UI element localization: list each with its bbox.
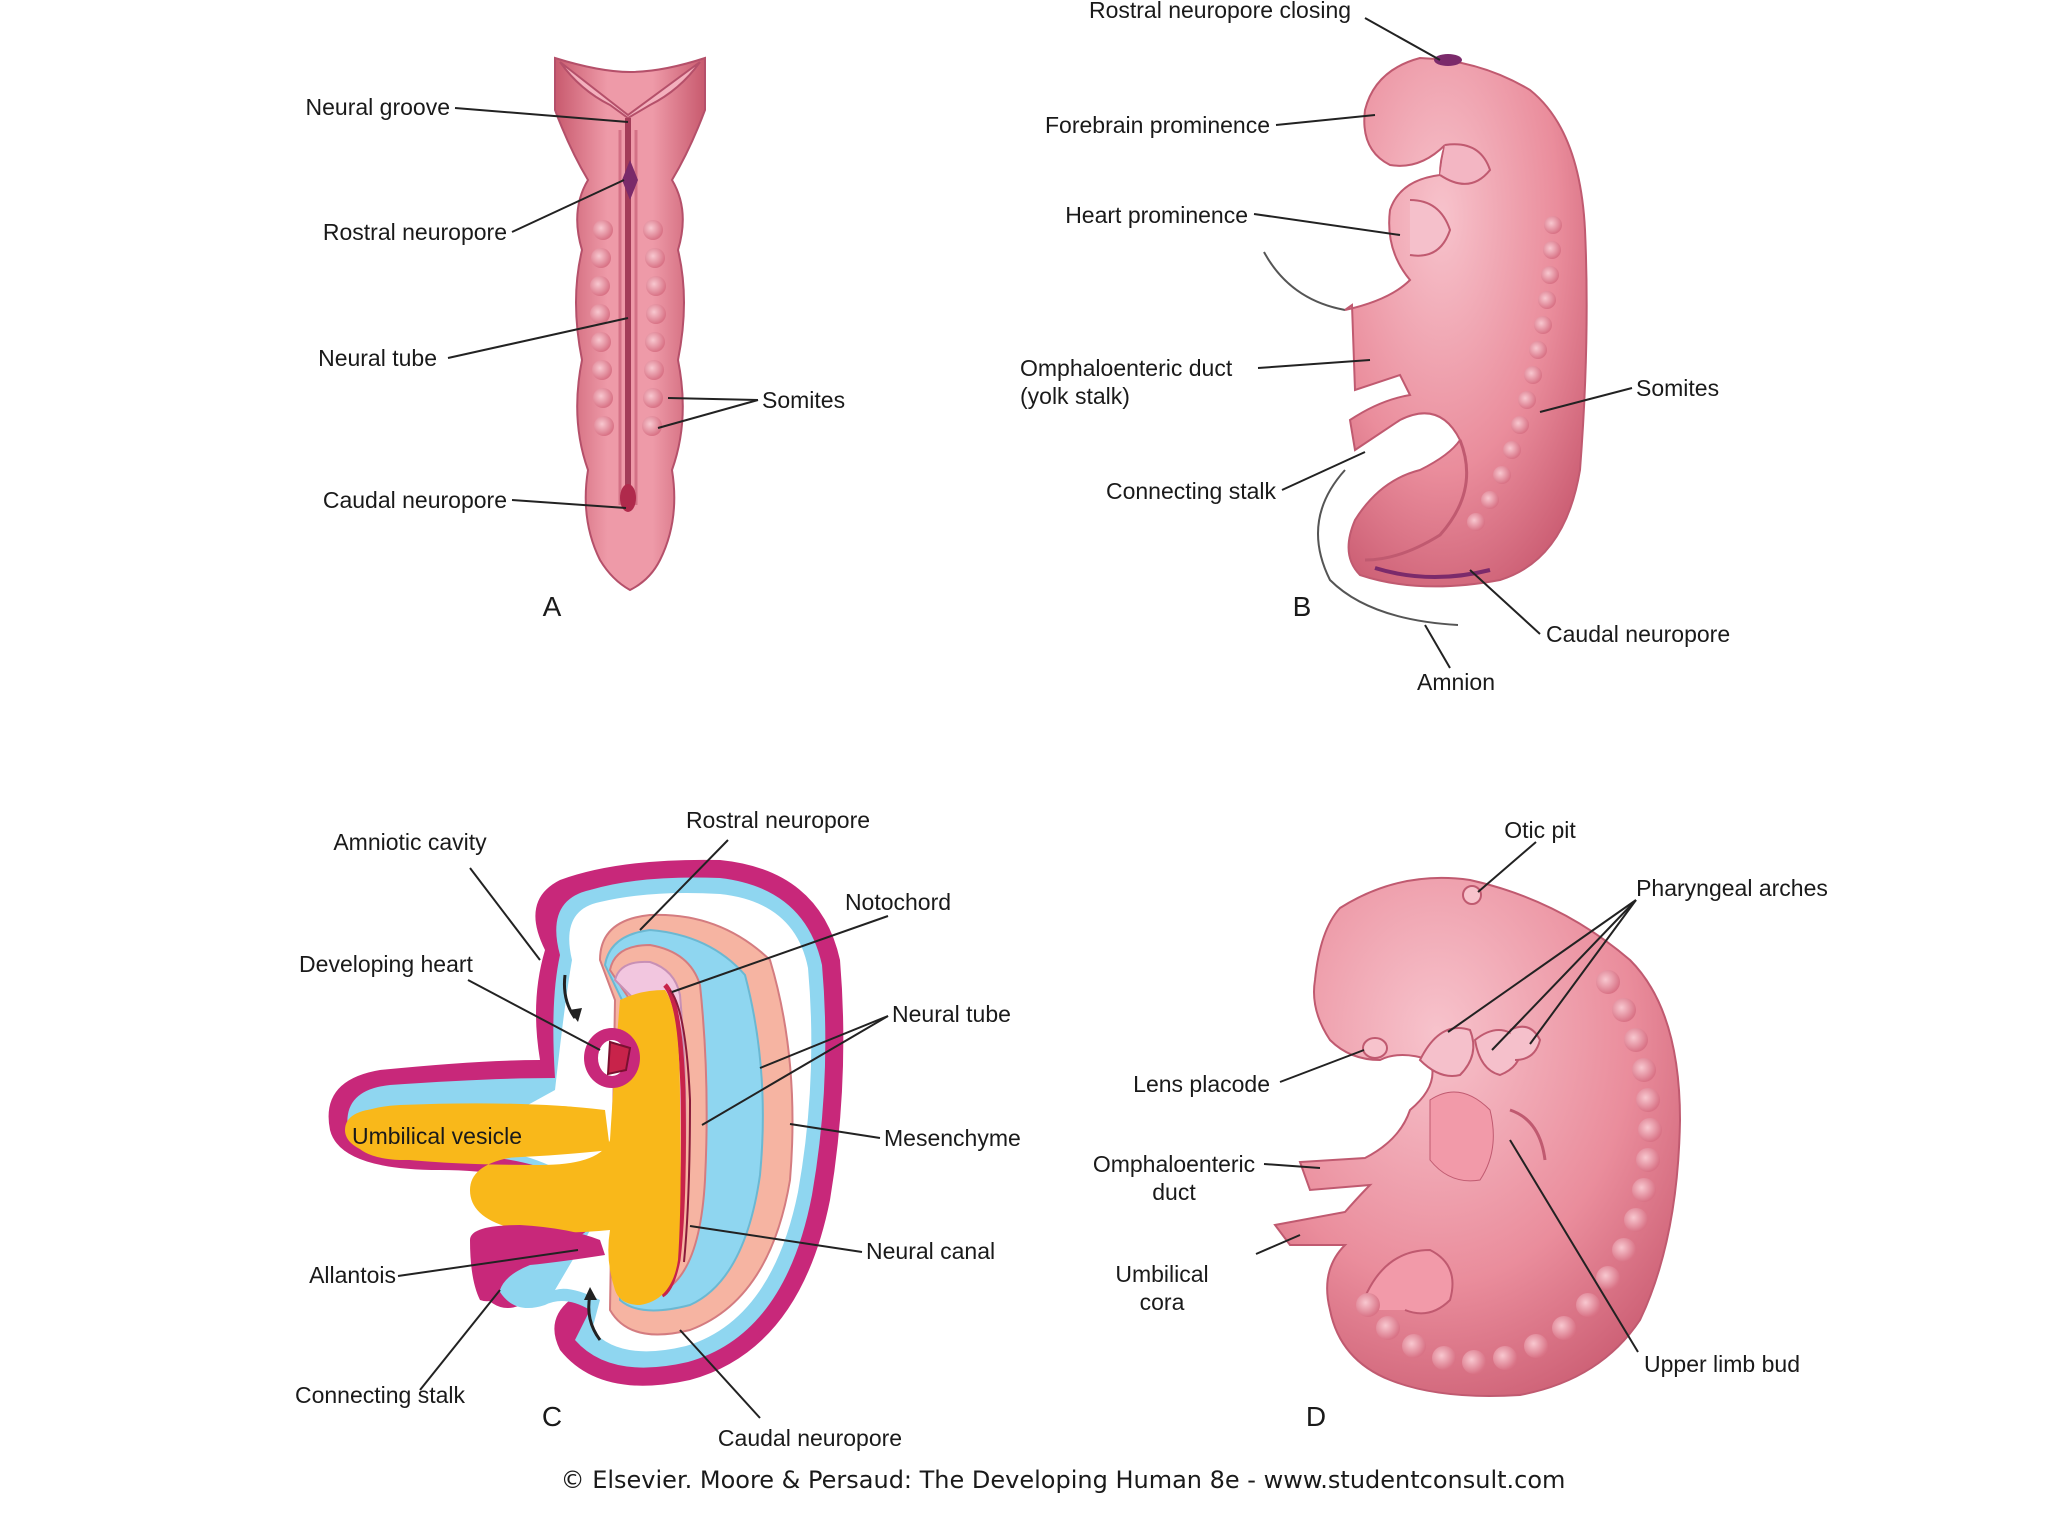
panel-d-embryo: [1273, 877, 1682, 1397]
label-umbilical-d: Umbilical: [1115, 1261, 1208, 1287]
label-notochord: Notochord: [845, 889, 951, 915]
label-umbilical-cord-d: cora: [1140, 1289, 1185, 1315]
label-upper-limb-bud: Upper limb bud: [1644, 1351, 1800, 1377]
panel-a: Neural groove Rostral neuropore Neural t…: [306, 56, 845, 622]
panel-c-leaders: [397, 839, 889, 1419]
label-caudal-neuropore-a: Caudal neuropore: [323, 487, 507, 513]
label-somites-b: Somites: [1636, 375, 1719, 401]
label-omphaloenteric-d: Omphaloenteric: [1093, 1151, 1255, 1177]
label-amnion: Amnion: [1417, 669, 1495, 695]
label-otic-pit: Otic pit: [1504, 817, 1576, 843]
label-neural-tube-a: Neural tube: [318, 345, 437, 371]
panel-b-leaders: [1253, 17, 1633, 669]
label-caudal-neuropore-b: Caudal neuropore: [1546, 621, 1730, 647]
panel-b-amnion-line: [1317, 469, 1459, 626]
panel-b-embryo: [1344, 54, 1588, 588]
label-caudal-neuropore-c: Caudal neuropore: [718, 1425, 902, 1451]
panel-d-leaders: [1255, 841, 1639, 1353]
label-rostral-neuropore-closing: Rostral neuropore closing: [1089, 0, 1351, 23]
label-developing-heart: Developing heart: [299, 951, 474, 977]
panel-b-somites: [1467, 216, 1562, 531]
label-omphaloenteric-duct-b: Omphaloenteric duct: [1020, 355, 1233, 381]
label-rostral-neuropore-c: Rostral neuropore: [686, 807, 870, 833]
label-forebrain-prominence: Forebrain prominence: [1045, 112, 1270, 138]
panel-c: Umbilical vesicle Amniotic cavity Rostra…: [295, 807, 1021, 1451]
panel-letter-d: D: [1306, 1401, 1326, 1432]
panel-a-leaders: [447, 107, 759, 509]
panel-a-somites: [590, 220, 666, 436]
panel-d-somites: [1356, 970, 1662, 1374]
label-connecting-stalk-b: Connecting stalk: [1106, 478, 1277, 504]
label-yolk-stalk: (yolk stalk): [1020, 383, 1130, 409]
label-neural-canal: Neural canal: [866, 1238, 995, 1264]
label-neural-groove: Neural groove: [306, 94, 450, 120]
panel-letter-b: B: [1293, 591, 1312, 622]
label-somites-a: Somites: [762, 387, 845, 413]
panel-letter-c: C: [542, 1401, 562, 1432]
label-pharyngeal-arches: Pharyngeal arches: [1636, 875, 1828, 901]
panel-b: Rostral neuropore closing Forebrain prom…: [1020, 0, 1730, 695]
label-omphaloenteric-duct-d: duct: [1152, 1179, 1196, 1205]
label-heart-prominence: Heart prominence: [1065, 202, 1248, 228]
label-rostral-neuropore-a: Rostral neuropore: [323, 219, 507, 245]
panel-a-embryo: [554, 56, 706, 592]
panel-d: Otic pit Pharyngeal arches Lens placode …: [1093, 817, 1828, 1432]
label-umbilical-vesicle: Umbilical vesicle: [352, 1123, 522, 1149]
label-allantois: Allantois: [309, 1262, 396, 1288]
panel-c-section: [328, 859, 844, 1386]
panel-letter-a: A: [543, 591, 562, 622]
copyright-credit: © Elsevier. Moore & Persaud: The Develop…: [561, 1466, 1566, 1494]
label-amniotic-cavity: Amniotic cavity: [333, 829, 487, 855]
label-mesenchyme: Mesenchyme: [884, 1125, 1021, 1151]
label-neural-tube-c: Neural tube: [892, 1001, 1011, 1027]
label-lens-placode: Lens placode: [1133, 1071, 1270, 1097]
label-connecting-stalk-c: Connecting stalk: [295, 1382, 466, 1408]
